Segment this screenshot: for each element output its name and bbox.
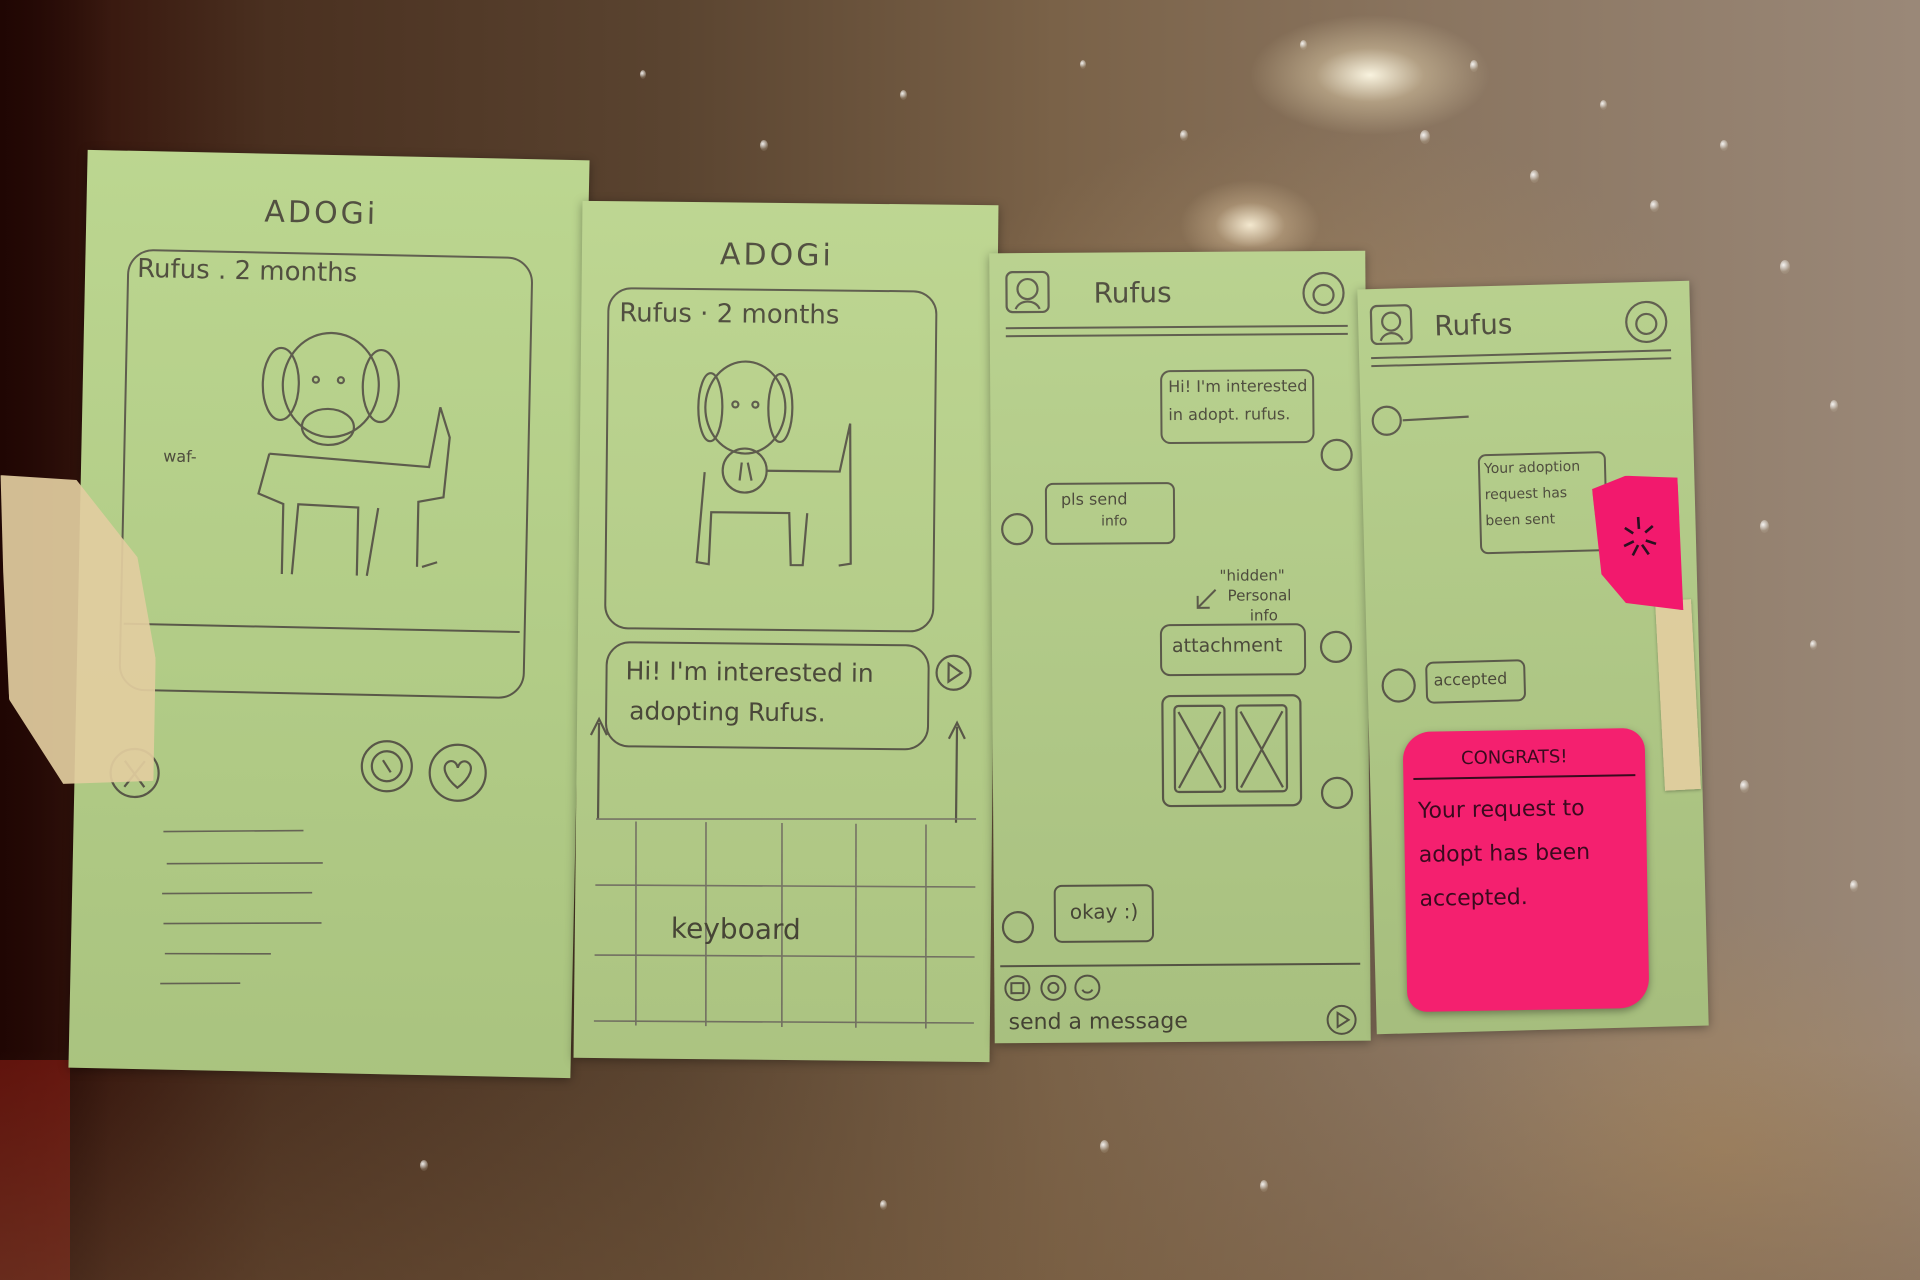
chat-header-name: Rufus [1433,307,1513,343]
raindrop [1260,1180,1268,1192]
receiver-avatar-icon [1381,668,1416,703]
received-okay-text: okay :) [1069,899,1139,924]
sketch-screen-3: Rufus Hi! I'm interested in adopt. rufus… [989,250,1371,1044]
bark-annotation: waf- [163,446,197,467]
sparkle-icon [1616,509,1663,562]
dog-avatar-icon[interactable] [1299,269,1347,317]
dog-drawing [695,360,852,567]
emoji-icon[interactable] [1072,973,1102,1003]
hidden-note-line-2: Personal [1227,586,1292,605]
compose-text-line-1: Hi! I'm interested in [625,656,874,688]
app-title: ADOGi [264,194,379,232]
raindrop [1420,130,1430,144]
header-divider [1005,324,1348,338]
profile-thumbnail-icon[interactable] [1368,302,1415,347]
raindrop [1810,640,1817,650]
raindrop [760,140,768,151]
header-divider [1371,349,1672,368]
receiver-avatar-icon [1001,513,1034,546]
red-reflection [0,1060,70,1280]
attach-icon[interactable] [1038,973,1068,1003]
raindrop [1600,100,1607,110]
raindrop [1760,520,1769,533]
dog-caption: Rufus · 2 months [619,298,840,331]
sketch-screen-2: ADOGi Rufus · 2 months Hi! I'm intereste… [573,200,999,1063]
profile-thumbnail-icon[interactable] [1003,269,1051,315]
raindrop [1080,60,1086,69]
sender-avatar-icon [1320,776,1354,810]
received-bubble-line-2: info [1101,513,1128,530]
raindrop [1470,60,1478,72]
sent-bubble-line-1: Your adoption [1483,458,1581,478]
accepted-text: accepted [1433,668,1508,690]
typing-indicator [1371,405,1469,436]
dog-drawing [257,331,451,576]
bottom-reflection [0,1050,1920,1280]
sent-bubble-line-3: been sent [1485,511,1556,530]
popup-line-3: accepted. [1419,884,1528,912]
raindrop [900,90,907,100]
received-bubble-line-1: pls send [1060,489,1128,509]
keyboard-arrows [589,716,966,823]
raindrop [880,1200,887,1210]
raindrop [420,1160,428,1171]
raindrop [1720,140,1728,151]
raindrop [1180,130,1188,141]
sketch-screen-1: ADOGi Rufus . 2 months waf- [68,149,590,1079]
raindrop [1740,780,1749,793]
keyboard-label: keyboard [670,911,801,947]
sent-bubble-line-2: in adopt. rufus. [1168,404,1291,425]
new-notification-flag [1591,472,1686,616]
popup-divider [1413,774,1636,783]
chat-header-name: Rufus [1093,276,1172,310]
raindrop [1300,40,1307,50]
popup-title: CONGRATS! [1460,746,1568,770]
raindrop [1830,400,1838,412]
sent-bubble-line-2: request has [1484,485,1568,504]
raindrop [1780,260,1790,274]
hidden-note-line-1: "hidden" [1219,566,1285,585]
message-input-placeholder[interactable]: send a message [1008,1008,1188,1036]
congrats-popup: CONGRATS! Your request to adopt has been… [1402,727,1650,1013]
popup-line-2: adopt has been [1418,839,1591,868]
dog-avatar-icon[interactable] [1622,297,1671,346]
info-button-icon[interactable] [356,736,417,797]
raindrop [1100,1140,1109,1153]
note-arrow [1196,589,1217,609]
image-attachments[interactable] [1158,691,1309,812]
sender-avatar-icon [1320,438,1353,472]
raindrop [1850,880,1858,892]
like-heart-icon[interactable] [424,739,491,806]
description-lines [160,829,323,985]
attachment-label: attachment [1171,634,1283,658]
send-play-icon[interactable] [933,653,973,693]
sketch-screen-4: Rufus Your adoption request has been sen… [1357,280,1709,1035]
sender-avatar-icon [1319,630,1353,664]
send-play-icon[interactable] [1324,1003,1358,1037]
popup-line-1: Your request to [1417,795,1585,824]
raindrop [1650,200,1659,212]
receiver-avatar-icon [1001,911,1035,944]
app-title: ADOGi [719,237,834,274]
camera-icon[interactable] [1002,973,1032,1003]
photo-bottom-bar [122,622,520,693]
raindrop [1530,170,1539,183]
sent-bubble-line-1: Hi! I'm interested [1168,376,1308,397]
keyboard-grid[interactable] [593,815,977,1039]
input-toolbar-divider [1000,962,1361,972]
dog-caption: Rufus . 2 months [136,253,358,289]
raindrop [640,70,646,79]
hidden-note-line-3: info [1249,606,1278,625]
